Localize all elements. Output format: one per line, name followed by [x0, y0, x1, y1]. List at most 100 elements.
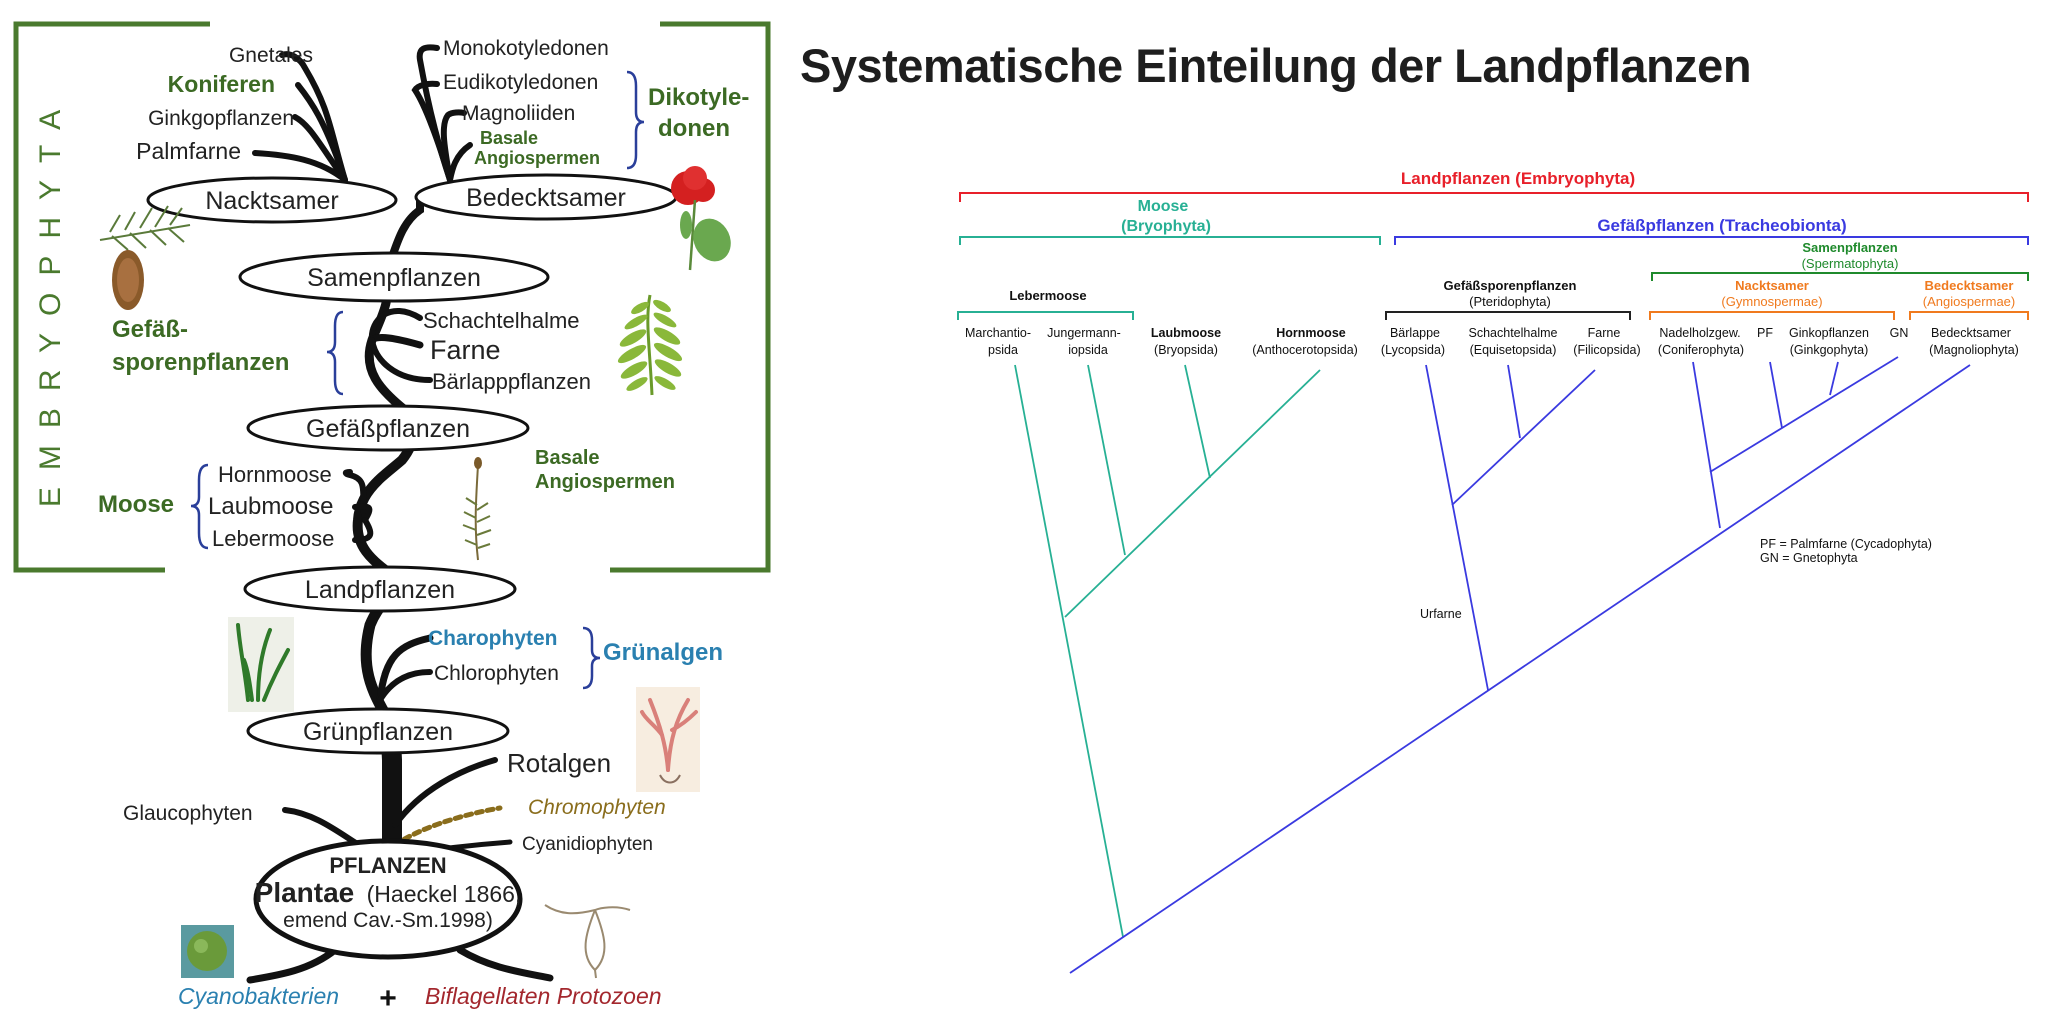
tree-branches	[246, 44, 554, 984]
clade-lebermoose: Lebermoose	[1009, 288, 1086, 303]
taxon-pf: PF	[1757, 326, 1773, 340]
node-gefaesspflanzen: Gefäßpflanzen	[306, 415, 470, 443]
leaf-gnetales: Gnetales	[229, 44, 313, 67]
leaf-angiospermen: Angiospermen	[474, 148, 600, 168]
moss-group-label: Moose	[98, 491, 174, 518]
node-nacktsamer: Nacktsamer	[205, 187, 338, 215]
node-samenpflanzen: Samenpflanzen	[307, 264, 481, 292]
cladogram-tracheo-lines	[1069, 356, 1971, 974]
taxon-baerlappe-1: Bärlappe	[1390, 326, 1440, 340]
taxon-ginko-2: (Ginkgophyta)	[1790, 343, 1869, 357]
taxon-jungermann-2: iopsida	[1068, 343, 1108, 357]
clade-brackets	[957, 192, 2029, 320]
leaf-farne: Farne	[430, 335, 501, 365]
leaf-monokotyledonen: Monokotyledonen	[443, 37, 609, 60]
legend-pf: PF = Palmfarne (Cycadophyta)	[1760, 537, 1932, 551]
fern-brace	[326, 310, 344, 396]
node-bedecktsamer: Bedecktsamer	[466, 184, 626, 212]
clade-moose-1: Moose	[1138, 198, 1189, 215]
leaf-hornmoose: Hornmoose	[218, 462, 332, 487]
protozoa-illustration	[544, 904, 631, 979]
clade-samen-1: Samenpflanzen	[1802, 240, 1897, 255]
cladogram: Landpflanzen (Embryophyta) Moose (Bryoph…	[957, 169, 2029, 974]
fern-illustration	[617, 294, 683, 396]
tree-node-ellipses	[146, 173, 678, 960]
dikot-label-2: donen	[658, 115, 730, 142]
taxon-bedecktsamer-1: Bedecktsamer	[1931, 326, 2011, 340]
taxon-schachtel-1: Schachtelhalme	[1469, 326, 1558, 340]
moss-brace	[190, 463, 209, 550]
node-plantae: Plantae (Haeckel 1866,	[255, 877, 522, 908]
cladogram-moss-lines	[1014, 364, 1321, 938]
taxon-nadel-2: (Coniferophyta)	[1658, 343, 1744, 357]
fern-group-label-1: Gefäß-	[112, 316, 188, 343]
moss-illustration	[462, 457, 492, 561]
node-landpflanzen: Landpflanzen	[305, 576, 455, 604]
node-plantae-line3: emend Cav.-Sm.1998)	[283, 909, 493, 932]
fern-group-label-2: sporenpflanzen	[112, 349, 289, 376]
dikot-label-1: Dikotyle-	[648, 84, 749, 111]
green-algae-photo	[228, 617, 294, 712]
embryophyta-side-label: EMBRYOPHYTA	[34, 93, 67, 507]
leaf-glaucophyten: Glaucophyten	[123, 802, 253, 825]
legend-gn: GN = Gnetophyta	[1760, 551, 1858, 565]
page-title: Systematische Einteilung der Landpflanze…	[800, 39, 1752, 92]
taxon-hornmoose-1: Hornmoose	[1276, 326, 1346, 340]
leaf-rotalgen: Rotalgen	[507, 748, 611, 778]
bottom-plus: +	[379, 982, 397, 1015]
cyanobacteria-photo	[181, 925, 234, 978]
plantae-authority: (Haeckel 1866,	[367, 881, 522, 907]
basal-angio-note-1: Basale	[535, 447, 600, 469]
leaf-laubmoose: Laubmoose	[208, 493, 333, 520]
leaf-schachtelhalme: Schachtelhalme	[423, 308, 580, 333]
clade-gefaesssporen-1: Gefäßsporenpflanzen	[1444, 278, 1577, 293]
clade-bedecktsamer-2: (Angiospermae)	[1923, 294, 2016, 309]
leaf-koniferen: Koniferen	[168, 71, 275, 97]
leaf-charophyten: Charophyten	[428, 627, 558, 650]
left-tree: EMBRYOPHYTA	[13, 21, 771, 1015]
leaf-chlorophyten: Chlorophyten	[434, 662, 559, 685]
algae-group-label: Grünalgen	[603, 639, 723, 666]
leaf-ginkgopflanzen: Ginkgopflanzen	[148, 107, 294, 130]
taxon-nadel-1: Nadelholzgew.	[1659, 326, 1740, 340]
algae-brace	[582, 626, 601, 690]
leaf-eudikotyledonen: Eudikotyledonen	[443, 71, 598, 94]
taxon-laubmoose-1: Laubmoose	[1151, 326, 1221, 340]
taxon-ginko-1: Ginkopflanzen	[1789, 326, 1869, 340]
clade-moose-2: (Bryophyta)	[1121, 218, 1211, 235]
taxon-farne-1: Farne	[1588, 326, 1621, 340]
embryophyta-frame	[13, 21, 771, 573]
leaf-chromophyten: Chromophyten	[528, 796, 666, 819]
clade-gefaesssporen-2: (Pteridophyta)	[1469, 294, 1551, 309]
taxon-farne-2: (Filicopsida)	[1573, 343, 1640, 357]
clade-nacktsamer-1: Nacktsamer	[1735, 278, 1809, 293]
taxon-schachtel-2: (Equisetopsida)	[1470, 343, 1557, 357]
clade-samen-2: (Spermatophyta)	[1802, 256, 1899, 271]
node-gruenpflanzen: Grünpflanzen	[303, 718, 453, 746]
leaf-magnoliiden: Magnoliiden	[462, 102, 575, 125]
taxon-gn: GN	[1890, 326, 1909, 340]
pine-branch-illustration	[99, 205, 191, 310]
dikot-brace	[626, 70, 645, 170]
leaf-baerlapppflanzen: Bärlapppflanzen	[432, 369, 591, 394]
label-urfarne: Urfarne	[1420, 607, 1462, 621]
clade-landpflanzen: Landpflanzen (Embryophyta)	[1401, 169, 1635, 188]
taxon-bedecktsamer-2: (Magnoliophyta)	[1929, 343, 2019, 357]
leaf-basale: Basale	[480, 128, 538, 148]
node-pflanzen: PFLANZEN	[329, 853, 446, 878]
taxon-hornmoose-2: (Anthocerotopsida)	[1252, 343, 1358, 357]
taxon-baerlappe-2: (Lycopsida)	[1381, 343, 1445, 357]
red-algae-illustration	[636, 687, 700, 792]
clade-tracheo: Gefäßpflanzen (Tracheobionta)	[1597, 216, 1846, 235]
taxon-jungermann-1: Jungermann-	[1047, 326, 1121, 340]
bottom-cyanobakterien: Cyanobakterien	[178, 983, 339, 1009]
plantae-word: Plantae	[255, 877, 355, 908]
leaf-lebermoose: Lebermoose	[212, 526, 334, 551]
bottom-biflagellaten: Biflagellaten Protozoen	[425, 983, 662, 1009]
leaf-cyanidiophyten: Cyanidiophyten	[522, 834, 653, 855]
taxon-marchantio-1: Marchantio-	[965, 326, 1031, 340]
clade-bedecktsamer-1: Bedecktsamer	[1925, 278, 2014, 293]
poppy-illustration	[671, 166, 731, 271]
basal-angio-note-2: Angiospermen	[535, 471, 675, 493]
